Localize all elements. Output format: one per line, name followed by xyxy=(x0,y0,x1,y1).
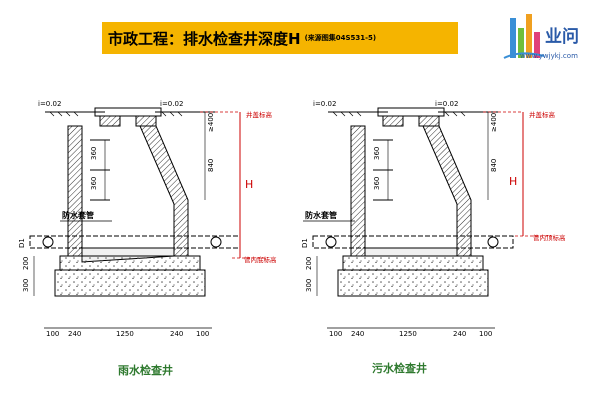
dim-label: 840 xyxy=(207,159,215,172)
logo-bar-blue xyxy=(510,18,516,58)
dim-label: 360 xyxy=(90,147,98,160)
slope-label: i=0.02 xyxy=(435,100,458,108)
dim-label: D1 xyxy=(18,238,26,248)
dim-label: 1250 xyxy=(116,330,134,338)
dim-label: 300 xyxy=(22,279,30,292)
title-source: (来源图集04S531-5) xyxy=(304,34,377,42)
logo-mark xyxy=(503,14,545,59)
dim-label: 360 xyxy=(373,147,381,160)
dim-label: 200 xyxy=(22,257,30,270)
dim-label: 840 xyxy=(490,159,498,172)
h-label: H xyxy=(245,178,253,191)
slope-label: i=0.02 xyxy=(313,100,336,108)
base-slab xyxy=(342,255,484,271)
pipe-elevation-label: 管内底标高 xyxy=(244,255,277,264)
logo-url: www.ywjykj.com xyxy=(520,52,578,60)
logo-bar-green xyxy=(518,28,524,58)
dim-label: 240 xyxy=(351,330,364,338)
foundation xyxy=(54,269,206,297)
slope-label: i=0.02 xyxy=(38,100,61,108)
logo-bar-orange xyxy=(526,14,532,58)
dim-label: 360 xyxy=(90,177,98,190)
h-label: H xyxy=(509,175,517,188)
pipe xyxy=(29,235,241,249)
dim-label: 100 xyxy=(479,330,492,338)
dim-label: 240 xyxy=(68,330,81,338)
page-title: 市政工程：排水检查井深度H xyxy=(108,29,301,48)
cover-elevation-label: 井盖标高 xyxy=(246,110,273,119)
dim-label: 300 xyxy=(305,279,313,292)
title-bar: 市政工程：排水检查井深度H (来源图集04S531-5) xyxy=(102,22,458,54)
dim-label: 240 xyxy=(170,330,183,338)
foundation xyxy=(337,269,489,297)
dim-label: ≥400 xyxy=(490,113,498,132)
dim-label: D1 xyxy=(301,238,309,248)
sleeve-label: 防水套管 xyxy=(305,210,337,220)
sleeve-label: 防水套管 xyxy=(62,210,94,220)
dim-label: 100 xyxy=(329,330,342,338)
dim-label: 360 xyxy=(373,177,381,190)
dim-label: ≥400 xyxy=(207,113,215,132)
pipe xyxy=(312,235,514,249)
caption-rain-well: 雨水检查井 xyxy=(118,364,173,377)
logo-name: 业问 xyxy=(545,27,579,47)
dim-label: 1250 xyxy=(399,330,417,338)
logo-bar-pink xyxy=(534,32,540,58)
dim-label: 100 xyxy=(196,330,209,338)
diagram-rain-well: i=0.02 i=0.02 360 360 防水套管 D1 2 xyxy=(18,100,277,338)
slope-label: i=0.02 xyxy=(160,100,183,108)
caption-sewage-well: 污水检查井 xyxy=(372,362,427,375)
dim-label: 200 xyxy=(305,257,313,270)
dim-label: 100 xyxy=(46,330,59,338)
base-slab xyxy=(59,255,201,271)
cover-elevation-label: 井盖标高 xyxy=(529,110,556,119)
pipe-elevation-label: 管内顶标高 xyxy=(533,233,566,242)
dim-label: 240 xyxy=(453,330,466,338)
diagram-sewage-well: i=0.02 i=0.02 360 360 防水套管 D1 200 300 ≥4… xyxy=(301,100,566,338)
